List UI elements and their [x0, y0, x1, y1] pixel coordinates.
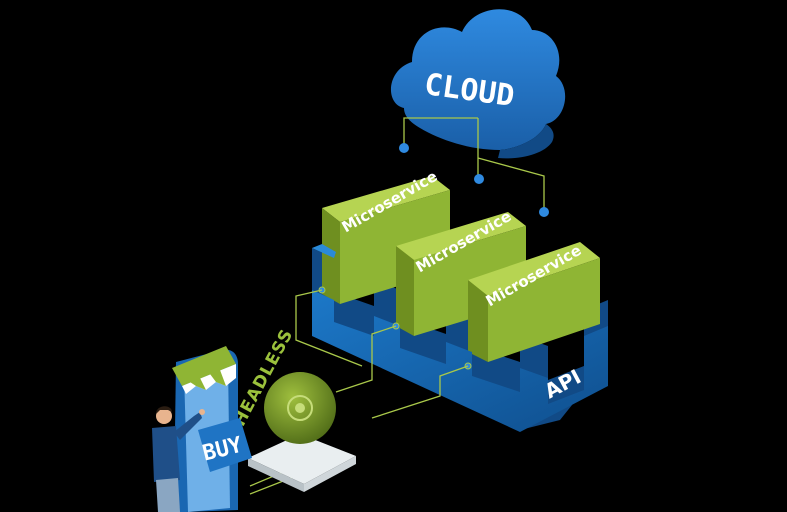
- awning-icon: [172, 346, 236, 394]
- user-hair: [156, 406, 172, 414]
- microservice-3-front: [468, 280, 488, 362]
- microservice-3-face: [488, 258, 600, 362]
- api-front-wall: [312, 290, 608, 432]
- microservice-3-top: [468, 242, 600, 296]
- buy-tag-shape: [198, 418, 252, 472]
- hub-inner-ring: [287, 395, 313, 421]
- api-top-edge: [312, 244, 336, 258]
- user-torso: [152, 426, 180, 482]
- hub-pad-edge: [248, 458, 304, 492]
- cloud-shape: [390, 9, 566, 150]
- user-figure: [152, 406, 205, 512]
- microservice-2-top: [396, 212, 526, 260]
- hub-pad: [248, 434, 356, 484]
- user-head: [156, 408, 172, 424]
- hub-pad-edge-right: [304, 456, 356, 492]
- hub-gear-icon: [295, 403, 305, 413]
- microservice-2-front: [396, 246, 414, 336]
- user-arm: [174, 412, 202, 440]
- headless-hub: HEADLESS: [230, 326, 356, 492]
- user-hand: [199, 409, 205, 415]
- cloud-side: [498, 124, 554, 159]
- cloud-connectors: [403, 117, 545, 212]
- microservice-1-top: [322, 176, 450, 222]
- cloud-node: CLOUD: [390, 9, 566, 159]
- connector-dot-3: [539, 207, 549, 217]
- connector-dot-2: [474, 174, 484, 184]
- connector-dot-1: [399, 143, 409, 153]
- buy-tag: BUY: [198, 418, 252, 472]
- storefront: BUY: [172, 346, 252, 512]
- user-legs: [156, 478, 180, 512]
